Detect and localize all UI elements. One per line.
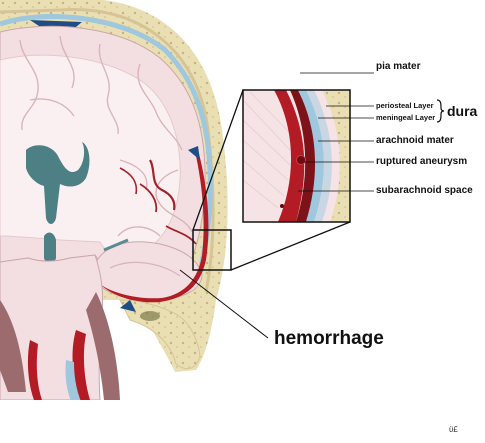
label-arachnoid-mater: arachnoid mater xyxy=(376,135,454,146)
third-ventricle xyxy=(44,232,56,264)
callout-box xyxy=(192,229,232,271)
label-pia-mater: pia mater xyxy=(376,61,421,72)
label-hemorrhage: hemorrhage xyxy=(274,328,384,349)
label-dura: dura xyxy=(447,103,478,119)
dura-brace xyxy=(436,99,445,123)
neck-muscle-right xyxy=(86,292,120,400)
label-meningeal-layer: meningeal Layer xyxy=(376,113,436,122)
inset-aneurysm xyxy=(296,155,306,165)
leader-lines xyxy=(298,72,374,192)
inset-bone xyxy=(322,90,350,222)
label-subarachnoid-space: subarachnoid space xyxy=(376,185,473,196)
vertebral-artery xyxy=(72,330,90,400)
inset-arachnoid xyxy=(298,90,324,222)
skull-inner-table xyxy=(0,7,215,293)
label-ruptured-aneurysm: ruptured aneurysm xyxy=(376,156,468,167)
neck-muscle-left xyxy=(0,300,26,392)
label-periosteal-layer: periosteal Layer xyxy=(376,101,434,110)
base-skull xyxy=(119,299,201,370)
inset-dura xyxy=(306,90,332,222)
lateral-ventricle xyxy=(26,142,90,224)
zoom-inset xyxy=(243,90,350,222)
inset-blood-layer xyxy=(274,90,305,222)
gyri-lines xyxy=(19,35,193,237)
watermark: ϋ£ xyxy=(449,425,458,434)
